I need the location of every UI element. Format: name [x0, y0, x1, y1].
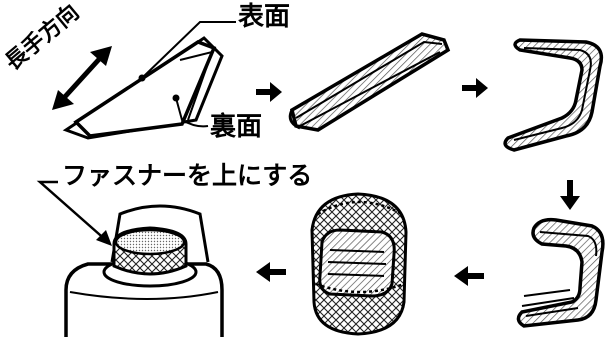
back-side-label: 裏面 [210, 112, 263, 142]
long-direction-arrow-icon [52, 46, 112, 110]
folded-strip-step [288, 32, 451, 132]
front-side-label: 表面 [238, 2, 291, 32]
arrow-left-icon [454, 266, 484, 286]
flat-cloth-step [52, 21, 236, 140]
stacked-fold-step [516, 217, 605, 328]
arrow-left-icon [256, 262, 286, 282]
arrow-right-icon [256, 82, 282, 102]
zipper-up-label: ファスナーを上にする [62, 161, 313, 190]
arrow-right-icon [462, 78, 488, 98]
mesh-bag-step [310, 192, 408, 336]
v-folded-step [503, 38, 604, 152]
washing-machine-step [36, 180, 224, 337]
arrow-down-icon [560, 180, 580, 210]
